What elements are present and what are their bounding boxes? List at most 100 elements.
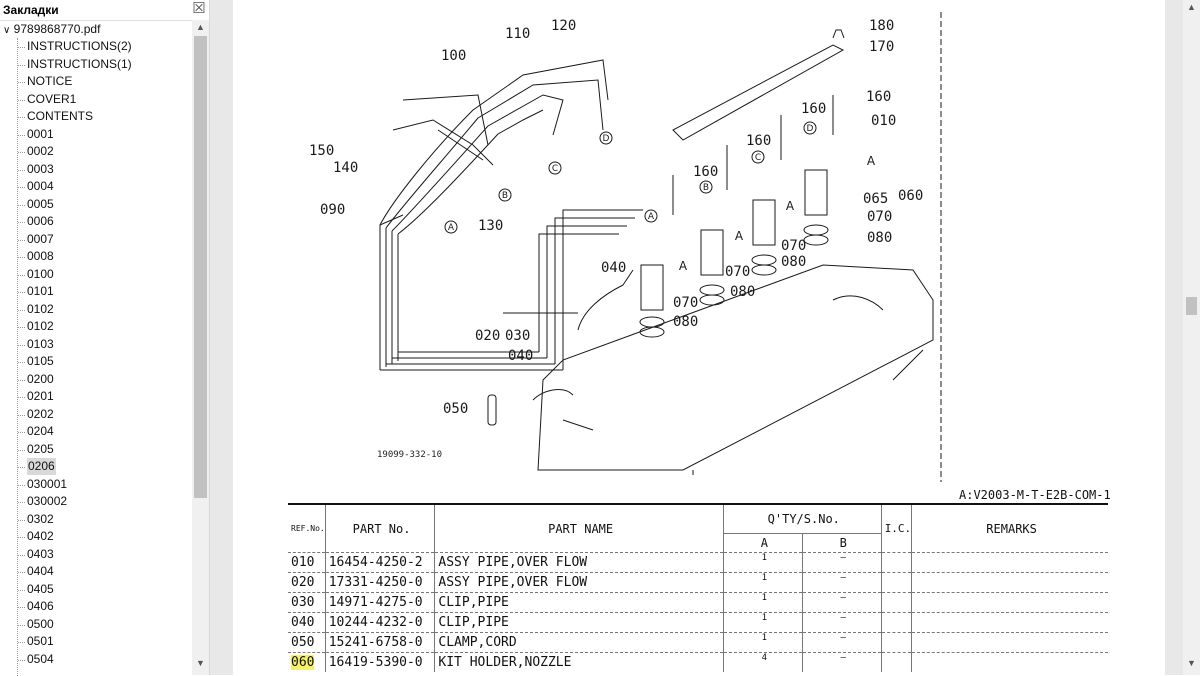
bookmark-item[interactable]: 0504 — [27, 651, 54, 666]
bookmark-item[interactable]: 0404 — [27, 564, 54, 578]
ref-cell: 060 — [288, 652, 326, 672]
close-icon[interactable]: ☒ — [192, 0, 206, 17]
remarks-cell — [911, 612, 1108, 633]
bookmark-item[interactable]: 0205 — [27, 441, 54, 456]
bookmark-item[interactable]: 0007 — [27, 231, 54, 246]
bookmark-item[interactable]: 0003 — [27, 161, 54, 176]
bookmark-item[interactable]: 0101 — [27, 284, 54, 298]
bookmark-item[interactable]: 0004 — [27, 179, 54, 193]
bookmark-item[interactable]: 030001 — [27, 476, 68, 491]
bookmark-item[interactable]: 0102 — [27, 301, 54, 316]
bookmarks-scrollbar[interactable]: ▲ ▼ — [192, 20, 209, 675]
bookmark-item[interactable]: 0202 — [27, 406, 54, 421]
bookmark-tree: ∨ 9789868770.pdf INSTRUCTIONS(2) INSTRUCT… — [0, 20, 192, 676]
qty-a-cell: 1 — [723, 592, 803, 613]
tree-connector — [18, 502, 25, 504]
part-name-cell: CLAMP,CORD — [434, 632, 724, 653]
callout-160: 160 — [746, 133, 771, 149]
part-name-cell: CLIP,PIPE — [434, 592, 724, 613]
tree-connector — [18, 344, 25, 347]
bookmark-item[interactable]: 0008 — [27, 249, 54, 263]
bookmark-item[interactable]: INSTRUCTIONS(1) — [27, 56, 132, 71]
tree-connector — [18, 47, 25, 49]
qty-a-cell: 1 — [723, 632, 803, 653]
bookmark-item[interactable]: 0201 — [27, 389, 54, 403]
callout-080: 080 — [781, 254, 806, 270]
bookmark-item[interactable]: 030002 — [27, 494, 68, 508]
bookmark-item[interactable]: 0402 — [27, 529, 54, 543]
search-highlight: 060 — [291, 655, 315, 670]
bookmark-item[interactable]: NOTICE — [27, 74, 73, 88]
bookmark-item[interactable]: 0302 — [27, 511, 54, 526]
bookmark-item[interactable]: INSTRUCTIONS(2) — [27, 39, 132, 53]
callout-080: 080 — [673, 314, 698, 330]
part-name-cell: KIT HOLDER,NOZZLE — [434, 652, 724, 672]
ref-cell: 050 — [288, 632, 326, 653]
bookmark-item[interactable]: 0403 — [27, 546, 54, 561]
ref-cell: 040 — [288, 612, 326, 633]
bookmark-item[interactable]: 0204 — [27, 424, 54, 438]
tree-connector — [18, 397, 25, 399]
bookmark-item[interactable]: 0501 — [27, 634, 54, 648]
scrollbar-thumb[interactable] — [194, 36, 207, 498]
callout-050: 050 — [443, 401, 468, 417]
scroll-up-icon[interactable]: ▲ — [196, 22, 205, 32]
bookmark-item[interactable]: 0002 — [27, 144, 54, 158]
exploded-parts-diagram: 180 170 160 160 160 160 110 120 100 150 … — [309, 12, 942, 482]
svg-text:A: A — [867, 154, 876, 168]
part-no-cell: 10244-4232-0 — [325, 612, 436, 633]
bookmark-item[interactable]: 0406 — [27, 599, 54, 613]
ic-cell — [881, 572, 913, 593]
tree-connector — [18, 467, 25, 469]
callout-040: 040 — [601, 260, 626, 276]
qty-b-cell: – — [802, 552, 882, 573]
bookmark-item[interactable]: 0200 — [27, 371, 54, 386]
callout-040: 040 — [508, 348, 533, 364]
bookmark-item[interactable]: 0005 — [27, 196, 54, 211]
bookmark-item[interactable]: 0500 — [27, 616, 54, 631]
ic-cell — [881, 632, 913, 653]
pdf-page: 180 170 160 160 160 160 110 120 100 150 … — [233, 0, 1165, 675]
callout-150: 150 — [309, 143, 334, 159]
tree-connector — [18, 432, 25, 434]
ic-cell — [881, 612, 913, 633]
scroll-down-icon[interactable]: ▼ — [1187, 658, 1196, 668]
tree-connector — [18, 169, 25, 172]
tree-connector — [18, 239, 25, 242]
bookmarks-panel: Закладки ☒ ∨ 9789868770.pdf INSTRUCTIONS… — [0, 0, 210, 676]
bookmark-item[interactable]: CONTENTS — [27, 109, 93, 123]
bookmark-item[interactable]: 0100 — [27, 266, 54, 281]
remarks-cell — [911, 632, 1108, 653]
svg-text:A: A — [786, 199, 795, 213]
bookmark-item[interactable]: 0006 — [27, 214, 54, 228]
bookmark-item[interactable]: COVER1 — [27, 91, 77, 106]
ic-cell — [881, 552, 913, 573]
tree-connector — [18, 572, 25, 574]
scroll-down-icon[interactable]: ▼ — [196, 658, 205, 668]
bookmark-item[interactable]: 0102 — [27, 319, 54, 333]
bookmark-item[interactable]: 0001 — [27, 126, 54, 141]
ref-cell: 010 — [288, 552, 326, 573]
remarks-cell — [911, 652, 1108, 672]
bookmark-item[interactable]: 0206 — [27, 458, 56, 475]
document-scrollbar[interactable]: ▲ ▼ — [1183, 0, 1200, 675]
callout-065: 065 — [863, 191, 888, 207]
bookmark-item[interactable]: 0103 — [27, 336, 54, 351]
chevron-down-icon[interactable]: ∨ — [3, 25, 11, 36]
svg-text:A: A — [448, 223, 455, 233]
bookmark-item[interactable]: 0405 — [27, 581, 54, 596]
tree-connector — [18, 309, 25, 312]
bookmark-item[interactable]: 0105 — [27, 354, 54, 368]
callout-080: 080 — [730, 284, 755, 300]
qty-b-cell: – — [802, 572, 882, 593]
scrollbar-thumb[interactable] — [1186, 297, 1197, 315]
callout-070: 070 — [781, 238, 806, 254]
bookmark-root-label: 9789868770.pdf — [13, 22, 101, 36]
bookmark-root[interactable]: ∨ 9789868770.pdf — [3, 21, 100, 38]
scroll-up-icon[interactable]: ▲ — [1187, 2, 1196, 12]
callout-130: 130 — [478, 218, 503, 234]
tree-connector — [18, 414, 25, 417]
header-qty: Q'TY/S.No. — [723, 504, 882, 534]
tree-connector — [18, 99, 25, 102]
